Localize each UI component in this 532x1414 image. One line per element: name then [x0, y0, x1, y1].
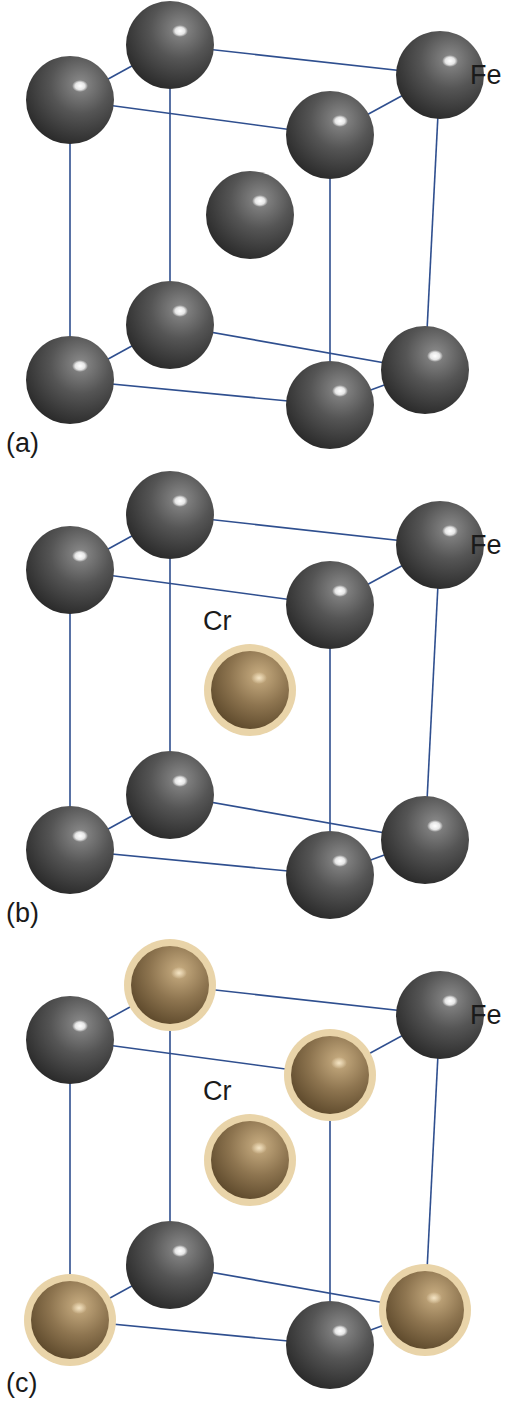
atom-label: Fe [470, 62, 502, 89]
atom-label: Cr [203, 608, 232, 635]
panel-label: (b) [6, 900, 39, 927]
cell-b [26, 471, 484, 919]
atom-label: Fe [470, 1002, 502, 1029]
cell-c [24, 939, 484, 1389]
atom-label: Fe [470, 532, 502, 559]
cell-a [26, 1, 484, 449]
panel-label: (c) [6, 1370, 37, 1397]
panel-label: (a) [6, 430, 39, 457]
atom-label: Cr [203, 1078, 232, 1105]
